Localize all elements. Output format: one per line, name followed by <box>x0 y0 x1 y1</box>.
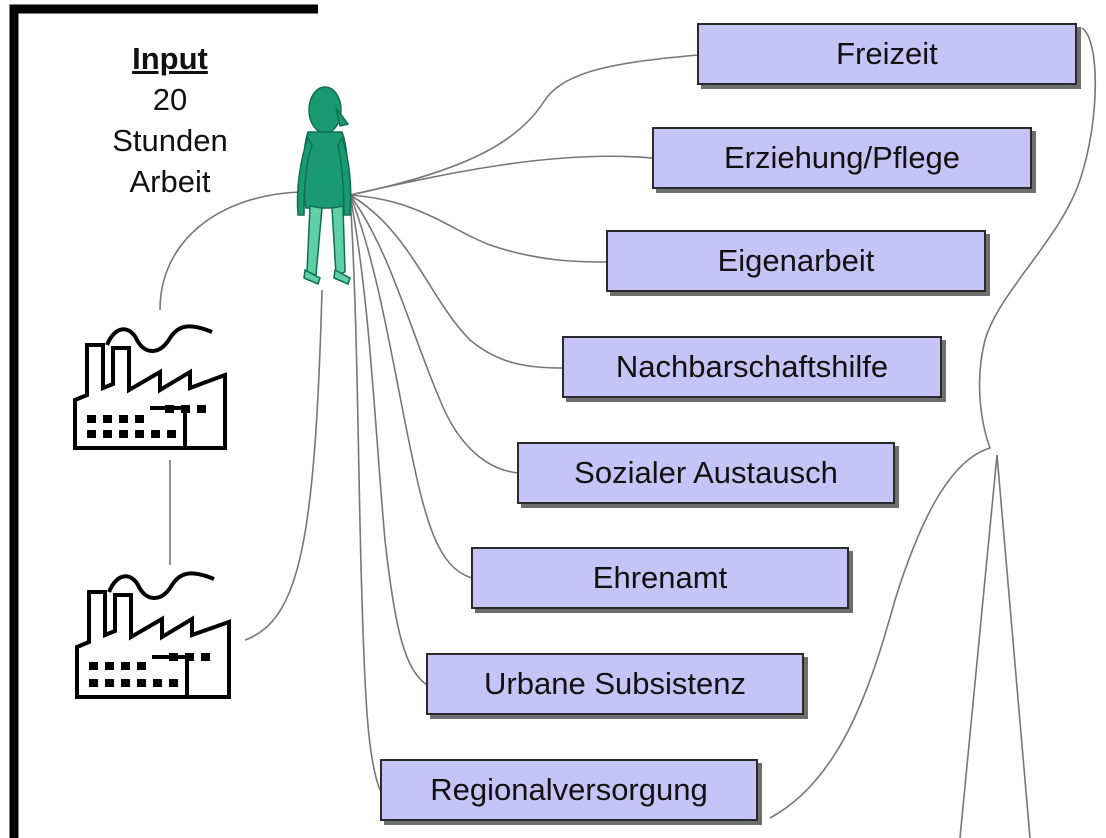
cone-line-right <box>996 454 1031 838</box>
input-label: Input 20 Stunden Arbeit <box>60 38 280 202</box>
cone-line-left <box>959 454 998 838</box>
connector-factory2-person <box>244 289 323 641</box>
activity-box-ehrenamt: Ehrenamt <box>471 547 849 609</box>
activity-box-freizeit: Freizeit <box>697 23 1077 85</box>
connector-eigenarbeit <box>349 194 608 263</box>
activity-box-regionalversorgung: Regionalversorgung <box>380 759 758 821</box>
input-title: Input <box>132 41 208 76</box>
connector-factory1-person <box>159 191 301 311</box>
connector-regional <box>349 194 381 791</box>
connector-nachbarschaft <box>349 194 564 369</box>
factory-icon <box>73 324 227 450</box>
connector-freizeit <box>349 54 699 196</box>
connector-sozial <box>349 194 519 474</box>
factory-icon <box>75 571 231 699</box>
frame-border <box>9 4 318 838</box>
input-line-activity: Arbeit <box>129 164 211 199</box>
grouping-brace <box>769 27 1097 819</box>
activity-box-nachbarschaftshilfe: Nachbarschaftshilfe <box>562 336 942 398</box>
input-line-hours: 20 <box>152 82 188 117</box>
connector-subsistenz <box>349 194 428 686</box>
activity-box-sozialer-austausch: Sozialer Austausch <box>517 442 895 504</box>
connector-erziehung <box>349 155 653 196</box>
activity-box-eigenarbeit: Eigenarbeit <box>606 230 986 292</box>
connector-lines <box>159 27 1097 838</box>
person-icon <box>296 86 352 286</box>
activity-box-urbane-subsistenz: Urbane Subsistenz <box>426 653 804 715</box>
connector-ehrenamt <box>349 194 473 579</box>
activity-box-erziehung-pflege: Erziehung/Pflege <box>652 127 1032 189</box>
input-line-unit: Stunden <box>112 123 228 158</box>
